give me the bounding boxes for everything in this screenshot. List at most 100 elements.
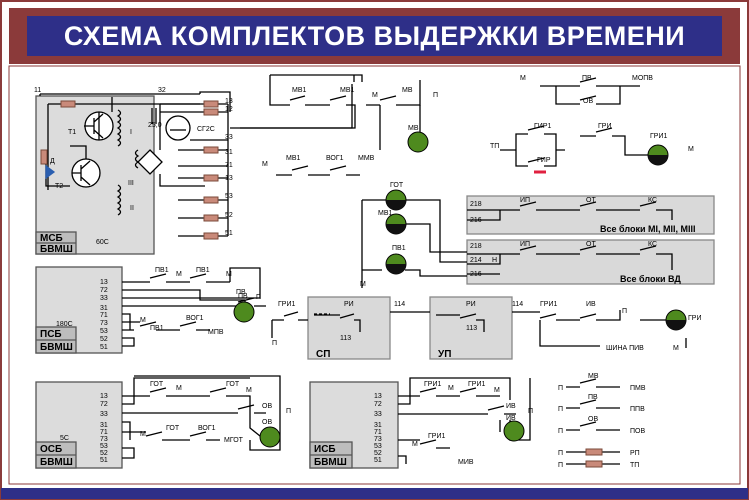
msb-pin-52: 52 [225, 212, 233, 219]
label-m-osb-c: М [140, 431, 146, 438]
psb-sub: БВМШ [40, 342, 73, 353]
osb-pin-0: 13 [100, 393, 108, 400]
diode-d-icon [45, 164, 56, 180]
lamp-ov [259, 426, 281, 448]
isb-block [309, 377, 531, 469]
psb-pin-0: 13 [100, 279, 108, 286]
legend-left-1: П [558, 406, 563, 413]
osb-block [35, 375, 281, 469]
isb-pin-3: 31 [374, 422, 382, 429]
label-mpv: МПВ [208, 329, 224, 336]
psb-name: ПСБ [40, 329, 62, 340]
contact-n: Н [492, 257, 497, 264]
lamp-mv1-label: МВ1 [378, 210, 393, 217]
contact-ks-a: КС [648, 197, 657, 204]
psb-pin-1: 72 [100, 287, 108, 294]
msb-label-t2: Т2 [55, 183, 63, 190]
msb-label-w3: III [128, 180, 134, 187]
isb-pin-0: 13 [374, 393, 382, 400]
osb-pin-6: 53 [100, 443, 108, 450]
contact-iv-up: ИВ [586, 301, 596, 308]
contact-gir1: ГИР1 [534, 123, 551, 130]
legend-right-2: ПОВ [630, 428, 645, 435]
msb-pin-13b: 13 [225, 175, 233, 182]
legend-tp-resistor [585, 460, 603, 468]
contact-ks-b: КС [648, 241, 657, 248]
osb-name: ОСБ [40, 444, 62, 455]
legend-contact-0: МВ [588, 373, 599, 380]
msb-pin-53: 53 [225, 193, 233, 200]
label-m-mopv: М [520, 75, 526, 82]
wire-216-b: 216 [470, 271, 482, 278]
contact-vog1-osb: ВОГ1 [198, 425, 216, 432]
lamp-mv-label: МВ [408, 125, 419, 132]
msb-pin-13: 13 [225, 98, 233, 105]
osb-pin-5: 73 [100, 436, 108, 443]
label-m-psb-b: М [226, 271, 232, 278]
msb-pin-31: 31 [225, 149, 233, 156]
label-m-osb-a: М [176, 385, 182, 392]
wire-218-a: 218 [470, 201, 482, 208]
contact-vog1-psb: ВОГ1 [186, 315, 204, 322]
contact-gri: ГРИ [598, 123, 612, 130]
contact-ip-a: ИП [520, 197, 530, 204]
msb-type: 60С [96, 239, 109, 246]
contact-got-osb-c: ГОТ [166, 425, 180, 432]
osb-type: 5С [60, 435, 69, 442]
lamp-ov-label: ОВ [262, 419, 272, 426]
contact-ri-sp: РИ [344, 301, 354, 308]
mopv-circuit [540, 77, 640, 105]
lamp-iv-label: ИВ [506, 415, 516, 422]
contact-gir: ГИР [537, 157, 551, 164]
osb-sub: БВМШ [40, 457, 73, 468]
label-m-mmv: М [262, 161, 268, 168]
osb-pin-4: 71 [100, 429, 108, 436]
wire-113-b: 113 [466, 325, 477, 332]
msb-resistors [40, 100, 219, 240]
title-panel: СХЕМА КОМПЛЕКТОВ ВЫДЕРЖКИ ВРЕМЕНИ [27, 16, 722, 56]
isb-pin-7: 52 [374, 450, 382, 457]
contact-ip-b: ИП [520, 241, 530, 248]
legend-contact-1: ПВ [588, 394, 598, 401]
psb-pin-3: 31 [100, 305, 108, 312]
msb-label-d: Д [50, 158, 55, 165]
lamp-gri-label: ГРИ [688, 315, 702, 322]
contact-ov-osb: ОВ [262, 403, 272, 410]
label-p-isb: П [528, 408, 533, 415]
wire-113-a: 113 [340, 335, 351, 342]
psb-pin-2: 33 [100, 295, 108, 302]
msb-label-sg: СГ2С [197, 126, 215, 133]
lamps [233, 131, 687, 448]
psb-type: 180С [56, 321, 73, 328]
lamp-pv1-label: ПВ1 [392, 245, 406, 252]
legend-left-0: П [558, 385, 563, 392]
label-m-mv: М [372, 92, 378, 99]
lamp-pv-label: ПВ [238, 293, 248, 300]
contact-ot-b: ОТ [586, 241, 596, 248]
title-bar: СХЕМА КОМПЛЕКТОВ ВЫДЕРЖКИ ВРЕМЕНИ [9, 8, 740, 64]
osb-pin-7: 52 [100, 450, 108, 457]
msb-pin-32: 32 [158, 87, 166, 94]
osb-pin-8: 51 [100, 457, 108, 464]
isb-pin-8: 51 [374, 457, 382, 464]
contact-gri1-sp: ГРИ1 [278, 301, 295, 308]
contact-gri1-isb-a: ГРИ1 [424, 381, 441, 388]
lamp-gri1-label: ГРИ1 [650, 133, 667, 140]
contact-pv1-psb-a: ПВ1 [155, 267, 169, 274]
label-mopv: МОПВ [632, 75, 653, 82]
block-all-mi: Все блоки МI, МII, МIII [600, 224, 695, 234]
label-m-osb-b: М [246, 387, 252, 394]
contact-gri1-up: ГРИ1 [540, 301, 557, 308]
label-tp: ТП [490, 143, 499, 150]
legend-right-4: ТП [630, 462, 639, 469]
lamp-iv [503, 420, 525, 442]
msb-pin-33: 33 [225, 134, 233, 141]
label-m-gri: М [673, 345, 679, 352]
label-p-sp: П [272, 340, 277, 347]
block-all-vd: Все блоки ВД [620, 274, 681, 284]
msb-label-t1: Т1 [68, 129, 76, 136]
isb-pin-2: 33 [374, 411, 382, 418]
label-mgot: МГОТ [224, 437, 244, 444]
